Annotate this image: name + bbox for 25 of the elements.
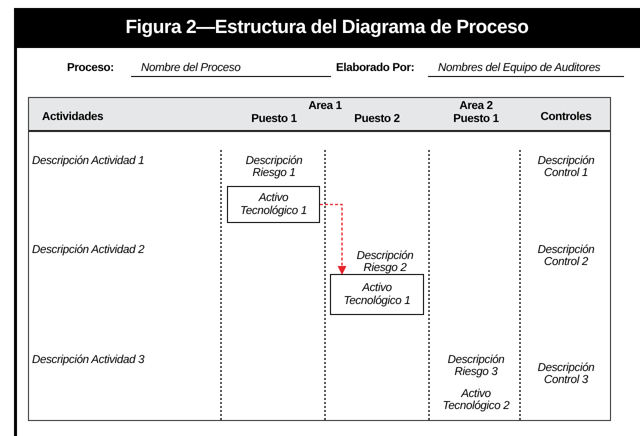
- description-text: Descripción Control 3: [536, 362, 596, 386]
- figure-title: Figura 2—Estructura del Diagrama de Proceso: [14, 8, 640, 48]
- column-header: Area 2: [458, 100, 494, 112]
- description-text: Descripción Riesgo 3: [446, 354, 506, 378]
- column-header: Controles: [540, 111, 592, 124]
- description-text: Descripción Actividad 3: [32, 354, 144, 366]
- column-header: Puesto 1: [452, 113, 500, 126]
- description-text: Descripción Riesgo 2: [356, 250, 414, 274]
- description-text: Descripción Actividad 1: [32, 155, 144, 168]
- column-header: Area 1: [307, 100, 343, 112]
- column-header: Actividades: [42, 111, 104, 124]
- field-value: Nombre del Proceso: [131, 62, 331, 78]
- field-label: Proceso:: [67, 62, 114, 74]
- asset-box: Activo Tecnológico 1: [330, 274, 424, 315]
- field-value: Nombres del Equipo de Auditores: [428, 62, 624, 78]
- description-text: Descripción Control 1: [536, 155, 596, 180]
- column-header: Puesto 1: [250, 113, 298, 126]
- description-text: Activo Tecnológico 2: [442, 388, 510, 412]
- description-text: Descripción Riesgo 1: [244, 155, 304, 180]
- description-text: Descripción Actividad 2: [32, 244, 144, 256]
- asset-box: Activo Tecnológico 1: [227, 186, 320, 223]
- arrow: [320, 204, 346, 275]
- description-text: Descripción Control 2: [536, 244, 596, 268]
- column-header: Puesto 2: [353, 113, 401, 126]
- field-label: Elaborado Por:: [336, 62, 414, 74]
